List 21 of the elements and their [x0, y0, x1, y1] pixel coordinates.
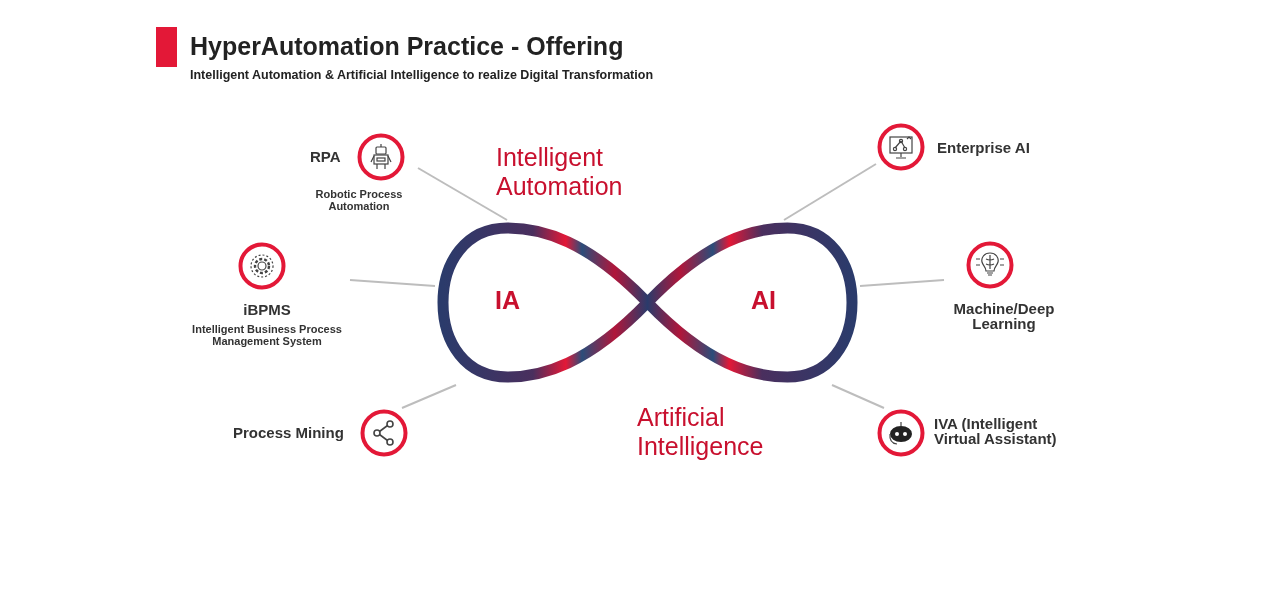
- item-title: Enterprise AI: [937, 139, 1030, 156]
- infinity-loop: [435, 220, 860, 385]
- item-title: IVA (Intelligent Virtual Assistant): [934, 416, 1058, 446]
- leader-line: [349, 279, 436, 287]
- leader-line: [417, 167, 508, 221]
- leader-line: [831, 384, 885, 409]
- loop-label: AI: [751, 286, 776, 315]
- section-heading: Artificial Intelligence: [637, 403, 765, 461]
- item-description: Robotic Process Automation: [314, 189, 404, 213]
- item-title: RPA: [310, 148, 341, 165]
- leader-line: [783, 163, 877, 221]
- subtitle: Intelligent Automation & Artificial Intelligence to realize Digital Transformation: [190, 68, 654, 82]
- item-description: Intelligent Business Process Management System: [191, 324, 343, 348]
- loop-label: IA: [495, 286, 520, 315]
- section-heading: Intelligent Automation: [496, 143, 624, 201]
- item-title: Process Mining: [233, 424, 344, 441]
- item-title: Machine/Deep Learning: [952, 301, 1056, 331]
- leader-line: [401, 384, 457, 409]
- item-title: iBPMS: [242, 301, 292, 318]
- leader-line: [859, 279, 945, 287]
- title: HyperAutomation Practice - Offering: [190, 32, 624, 61]
